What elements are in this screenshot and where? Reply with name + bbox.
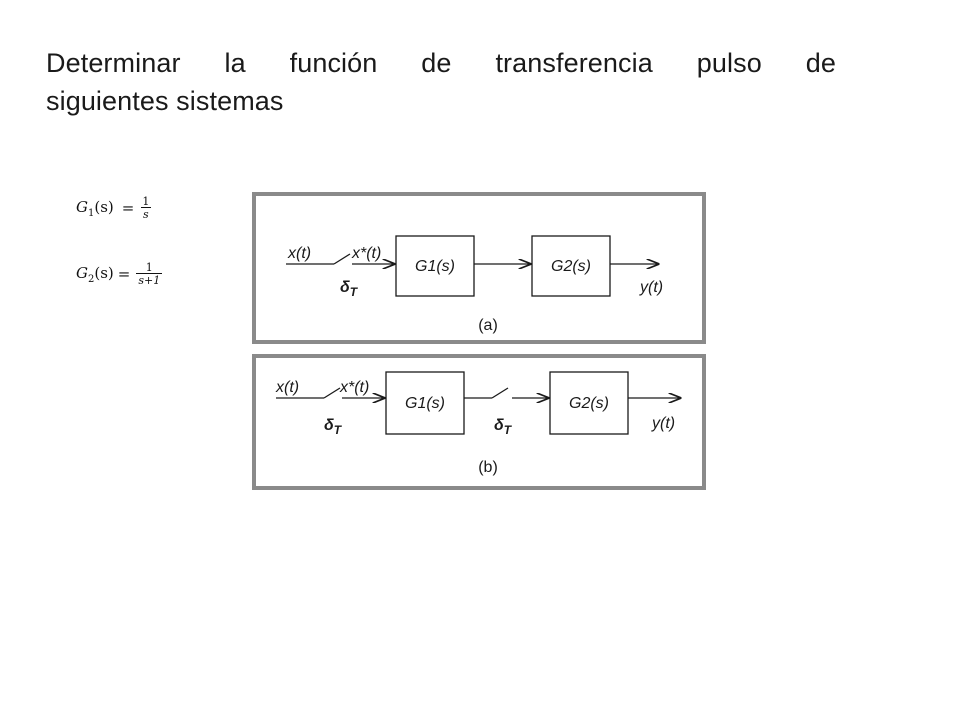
- diagram-b-block-g1: [385, 371, 465, 435]
- diagram-a-sampler-switch: [333, 253, 351, 265]
- problem-statement-line-2: siguientes sistemas: [46, 86, 284, 116]
- diagram-a-block-g1-label: G1(s): [415, 258, 455, 275]
- diagram-b-sampled-label: x*(t): [339, 379, 369, 396]
- formula-g1-fraction: 1 s: [140, 196, 151, 220]
- formula-g2-fraction: 1 s+1: [136, 261, 163, 287]
- diagram-a-sampler-label: δT: [340, 279, 359, 299]
- title-word: de: [421, 48, 452, 78]
- diagram-b-sampler2-switch: [491, 387, 509, 399]
- diagram-a-sampled-label: x*(t): [351, 245, 381, 262]
- problem-statement: Determinar la función de transferencia p…: [46, 44, 836, 120]
- title-word: Determinar: [46, 48, 181, 78]
- diagram-b-sampler1-label: δT: [324, 417, 343, 437]
- equals-sign: =: [117, 265, 131, 283]
- formula-g1: G1(s) = 1 s: [76, 196, 151, 220]
- formula-g2-lhs: G2(s): [76, 263, 114, 285]
- numerator: 1: [145, 261, 153, 274]
- diagram-b-caption: (b): [478, 459, 498, 476]
- title-word: pulso: [696, 48, 762, 78]
- diagram-a-caption: (a): [478, 317, 498, 334]
- denominator: s+1: [136, 273, 163, 287]
- diagram-a-block-g2: [531, 235, 611, 297]
- title-word: de: [805, 48, 836, 78]
- diagram-a: x(t) x*(t) δT G1(s) G2(s) y(t) (a): [286, 235, 663, 334]
- diagram-b-sampler1-switch: [323, 387, 341, 399]
- title-word: la: [224, 48, 246, 78]
- problem-statement-line-1: Determinar la función de transferencia p…: [46, 44, 836, 82]
- diagram-b-panel: x(t) x*(t) δT G1(s) δT G2(s) y(t) (b): [252, 354, 706, 490]
- diagram-b-block-g1-label: G1(s): [405, 395, 445, 412]
- diagram-a-panel: x(t) x*(t) δT G1(s) G2(s) y(t) (a): [252, 192, 706, 344]
- formula-g1-lhs: G1(s): [76, 197, 114, 219]
- title-word: transferencia: [495, 48, 653, 78]
- diagram-b: x(t) x*(t) δT G1(s) δT G2(s) y(t) (b): [275, 371, 702, 476]
- diagram-a-block-g1: [395, 235, 475, 297]
- denominator: s: [141, 207, 151, 221]
- diagram-b-input-label: x(t): [275, 379, 299, 396]
- diagram-b-sampler2-label: δT: [494, 417, 513, 437]
- diagram-a-output-label: y(t): [639, 279, 663, 296]
- diagram-a-block-g2-label: G2(s): [551, 258, 591, 275]
- equals-sign: =: [121, 199, 135, 217]
- title-word: función: [289, 48, 378, 78]
- diagram-a-input-label: x(t): [287, 245, 311, 262]
- diagram-b-output-label: y(t): [651, 415, 675, 432]
- numerator: 1: [142, 195, 150, 208]
- formula-g2: G2(s) = 1 s+1: [76, 261, 163, 287]
- diagram-b-block-g2: [549, 371, 629, 435]
- diagram-b-block-g2-label: G2(s): [569, 395, 609, 412]
